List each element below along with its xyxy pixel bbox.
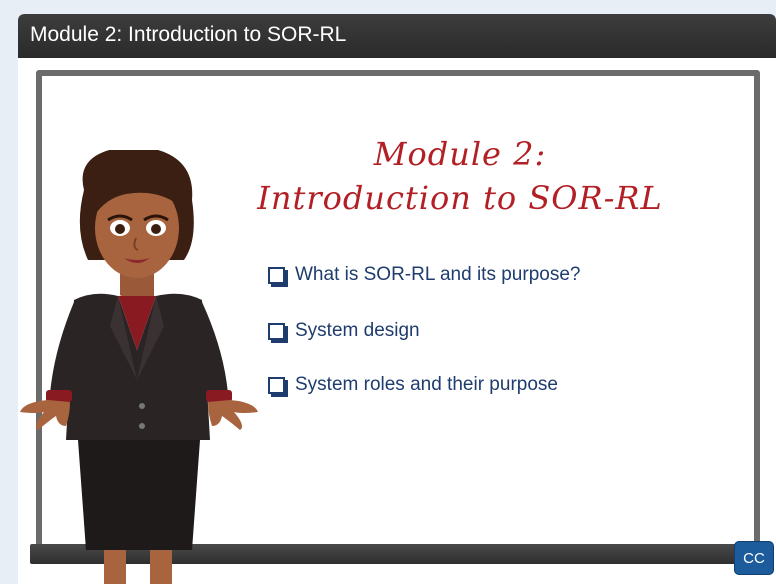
bullet-label: What is SOR-RL and its purpose? — [295, 264, 581, 285]
whiteboard-tray — [30, 544, 766, 564]
slide-title-line2: Introduction to SOR-RL — [257, 179, 663, 217]
checkbox-icon — [268, 376, 285, 394]
bullet-item: System roles and their purpose — [268, 374, 558, 396]
checkbox-icon — [268, 266, 285, 284]
closed-captions-button[interactable]: CC — [734, 541, 774, 575]
slide-title: Module 2: Introduction to SOR-RL — [232, 132, 688, 220]
bullet-item: What is SOR-RL and its purpose? — [268, 264, 580, 286]
window-title: Module 2: Introduction to SOR-RL — [30, 23, 347, 46]
presenter-character — [20, 150, 258, 584]
cc-label: CC — [743, 549, 765, 567]
bullet-label: System design — [295, 320, 420, 341]
bullet-item: System design — [268, 320, 420, 342]
title-bar: Module 2: Introduction to SOR-RL — [18, 14, 776, 58]
checkbox-icon — [268, 322, 285, 340]
bullet-label: System roles and their purpose — [295, 374, 558, 395]
slide-title-line1: Module 2: — [373, 135, 547, 173]
